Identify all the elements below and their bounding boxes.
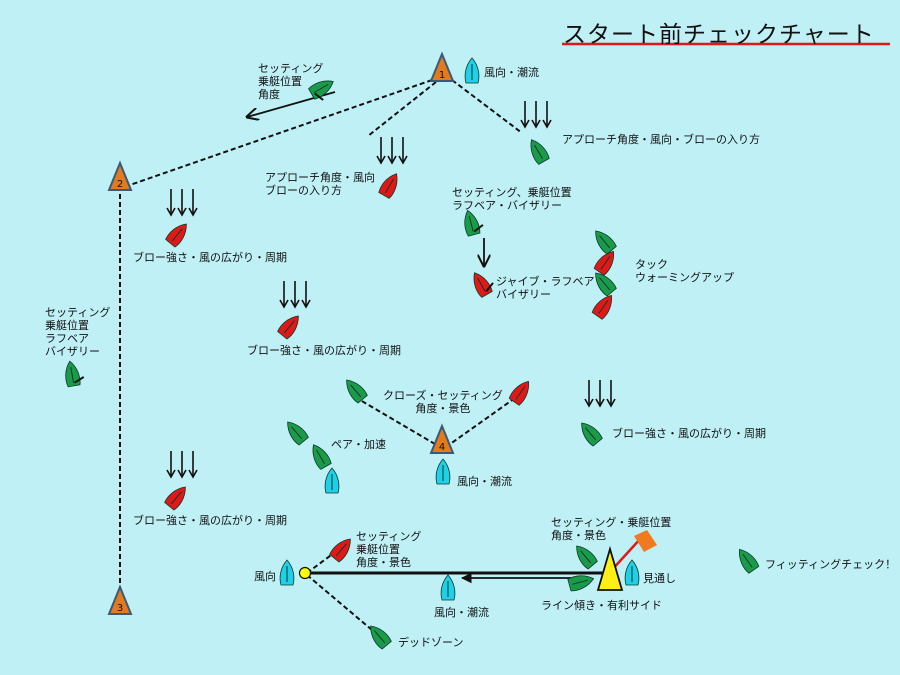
flag-icon (634, 530, 657, 552)
mark-3: 3 (107, 584, 133, 615)
sailboat-icon (440, 574, 456, 601)
committee-boat (596, 530, 657, 591)
fitting-label: フィッティングチェック！ (765, 558, 897, 571)
pair-label: ペア・加速 (331, 438, 386, 451)
mark-4: 4 (429, 423, 455, 454)
sailboat-icon (738, 548, 760, 574)
wind-arrows-icon (166, 451, 198, 479)
sailboat-icon (473, 272, 494, 298)
sailboat-icon (346, 379, 368, 404)
blow-label-4: ブロー強さ・風の広がり・周期 (133, 514, 287, 527)
sailboat-icon (165, 223, 187, 248)
sailboat-icon (164, 486, 186, 511)
wind-arrows-icon (376, 137, 408, 165)
tack-label: タック ウォーミングアップ (635, 258, 734, 284)
sailboat-icon (508, 380, 530, 406)
line-slope-label: ライン傾き・有利サイド (541, 599, 662, 612)
mark-4-number: 4 (439, 442, 445, 453)
approach-right-label: アプローチ角度・風向・ブローの入り方 (562, 133, 760, 146)
sailboat-icon (370, 625, 392, 650)
blow-label-2: ブロー強さ・風の広がり・周期 (247, 344, 401, 357)
course-lines (119, 79, 523, 631)
mark-3-number: 3 (117, 603, 123, 614)
mark1-wind-label: 風向・潮流 (484, 66, 539, 79)
pin-wind-label: 風向 (254, 570, 276, 583)
sailboat-icon (576, 545, 598, 570)
sailboat-icon (329, 538, 351, 563)
committee-boat-icon (596, 545, 624, 591)
blow-label-1: ブロー強さ・風の広がり・周期 (133, 251, 287, 264)
sailboat-icon (581, 422, 603, 447)
sailboat-icon (567, 575, 595, 592)
sailboat-icon (65, 360, 85, 388)
sailboat-icon (595, 272, 617, 297)
wind-arrows-icon (520, 101, 552, 129)
top-setting-label: セッティング 乗艇位置 角度 (258, 62, 324, 101)
close-label: クローズ・セッティング 角度・景色 (383, 389, 503, 415)
line-wind-label: 風向・潮流 (434, 606, 489, 619)
wind-arrows (166, 101, 616, 479)
boats (65, 57, 760, 650)
sailboat-icon (287, 421, 309, 446)
sailboat-icon (435, 458, 451, 485)
sailboat-icon (464, 57, 480, 84)
sailboat-icon (277, 315, 299, 340)
wind-arrows-icon (279, 281, 311, 309)
sailboat-icon (595, 230, 617, 255)
blow-label-3: ブロー強さ・風の広がり・周期 (612, 427, 766, 440)
approach-left-label: アプローチ角度・風向 ブローの入り方 (265, 171, 375, 197)
dead-zone-label: デッドゾーン (398, 636, 464, 649)
pin-buoy (298, 566, 312, 580)
sailboat-icon (308, 80, 334, 101)
mark4-wind-label: 風向・潮流 (457, 475, 512, 488)
gybe-label: ジャイブ・ラフベア バイザリー (496, 275, 595, 301)
sailboat-icon (624, 559, 640, 586)
sailboat-icon (279, 559, 295, 586)
mark-1-number: 1 (439, 70, 445, 81)
sailboat-icon (593, 250, 615, 276)
wind-arrows-icon (166, 189, 198, 217)
mark-2: 2 (107, 160, 133, 191)
sailboat-icon (464, 209, 484, 237)
sailboat-icon (591, 294, 613, 320)
left-setting-label: セッティング 乗艇位置 ラフベア バイザリー (45, 306, 111, 358)
wind-arrows-icon (584, 380, 616, 408)
setting-lift-label: セッティング、乗艇位置 ラフベア・バイザリー (452, 186, 572, 212)
start-setting-label: セッティング 乗艇位置 角度・景色 (356, 530, 422, 569)
page-title: スタート前チェックチャート (563, 22, 875, 48)
sailboat-icon (312, 444, 332, 470)
mark-2-number: 2 (117, 179, 123, 190)
view-label: 見通し (643, 572, 676, 585)
sailboat-icon (378, 173, 398, 199)
sailboat-icon (530, 139, 550, 165)
mark-1: 1 (429, 51, 455, 82)
sailboat-icon (324, 467, 340, 494)
committee-setting-label: セッティング・乗艇位置 角度・景色 (551, 516, 672, 542)
